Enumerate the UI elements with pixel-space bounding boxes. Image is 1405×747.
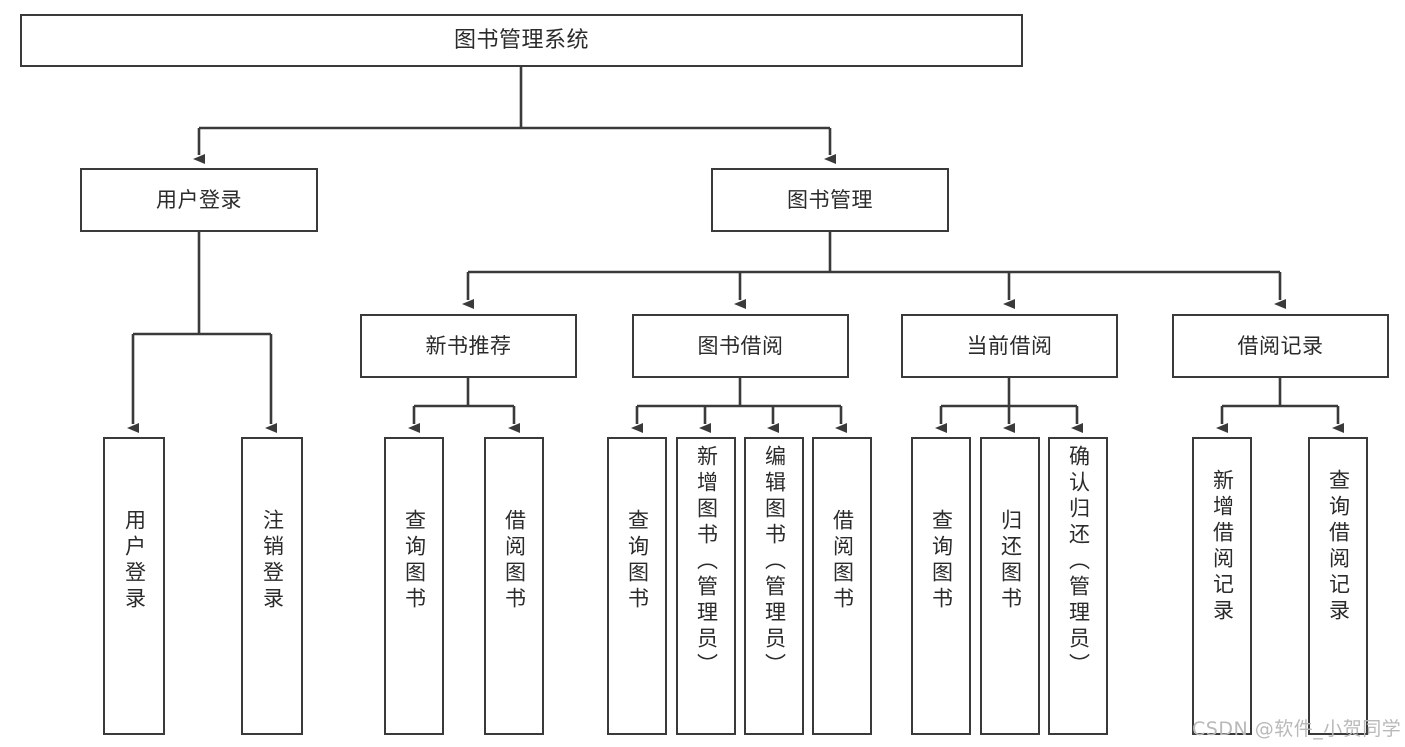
leaf-confirm-return-label: 确认归还（管理员）: [1066, 445, 1091, 679]
node-new-book-rec[interactable]: 新书推荐: [360, 314, 577, 378]
leaf-user-login-label: 用户登录: [122, 509, 147, 613]
node-new-book-rec-label: 新书推荐: [425, 333, 512, 358]
leaf-borrow-book-1[interactable]: 借阅图书: [484, 437, 544, 735]
node-current-borrow-label: 当前借阅: [966, 333, 1053, 358]
node-user-login-label: 用户登录: [156, 187, 242, 212]
node-user-login[interactable]: 用户登录: [80, 168, 318, 232]
node-book-manage[interactable]: 图书管理: [711, 168, 949, 232]
node-book-borrow[interactable]: 图书借阅: [632, 314, 849, 378]
leaf-query-book-1-label: 查询图书: [402, 509, 427, 613]
leaf-query-book-2[interactable]: 查询图书: [607, 437, 667, 735]
leaf-query-book-3-label: 查询图书: [929, 509, 954, 613]
leaf-borrow-book-1-label: 借阅图书: [502, 509, 527, 613]
leaf-user-login[interactable]: 用户登录: [103, 437, 165, 735]
leaf-query-record[interactable]: 查询借阅记录: [1308, 437, 1368, 735]
node-current-borrow[interactable]: 当前借阅: [901, 314, 1118, 378]
leaf-add-book[interactable]: 新增图书（管理员）: [676, 437, 736, 735]
leaf-query-book-1[interactable]: 查询图书: [384, 437, 444, 735]
node-root-label: 图书管理系统: [453, 27, 589, 53]
leaf-borrow-book-2-label: 借阅图书: [830, 509, 855, 613]
leaf-return-book-label: 归还图书: [998, 509, 1023, 613]
leaf-add-record[interactable]: 新增借阅记录: [1192, 437, 1252, 735]
node-root[interactable]: 图书管理系统: [20, 14, 1023, 67]
leaf-query-book-2-label: 查询图书: [625, 509, 650, 613]
leaf-return-book[interactable]: 归还图书: [980, 437, 1040, 735]
leaf-edit-book-label: 编辑图书（管理员）: [762, 445, 787, 679]
node-borrow-record[interactable]: 借阅记录: [1172, 314, 1389, 378]
node-borrow-record-label: 借阅记录: [1237, 333, 1324, 358]
leaf-add-book-label: 新增图书（管理员）: [694, 445, 719, 679]
leaf-borrow-book-2[interactable]: 借阅图书: [812, 437, 872, 735]
leaf-query-record-label: 查询借阅记录: [1326, 469, 1351, 625]
node-book-manage-label: 图书管理: [787, 187, 873, 212]
leaf-edit-book[interactable]: 编辑图书（管理员）: [744, 437, 804, 735]
leaf-confirm-return[interactable]: 确认归还（管理员）: [1048, 437, 1108, 735]
leaf-logout-label: 注销登录: [260, 509, 285, 613]
leaf-query-book-3[interactable]: 查询图书: [911, 437, 971, 735]
node-book-borrow-label: 图书借阅: [697, 333, 784, 358]
csdn-watermark: CSDN @软件_小贺同学: [1192, 718, 1402, 740]
leaf-logout[interactable]: 注销登录: [241, 437, 303, 735]
leaf-add-record-label: 新增借阅记录: [1210, 469, 1235, 625]
